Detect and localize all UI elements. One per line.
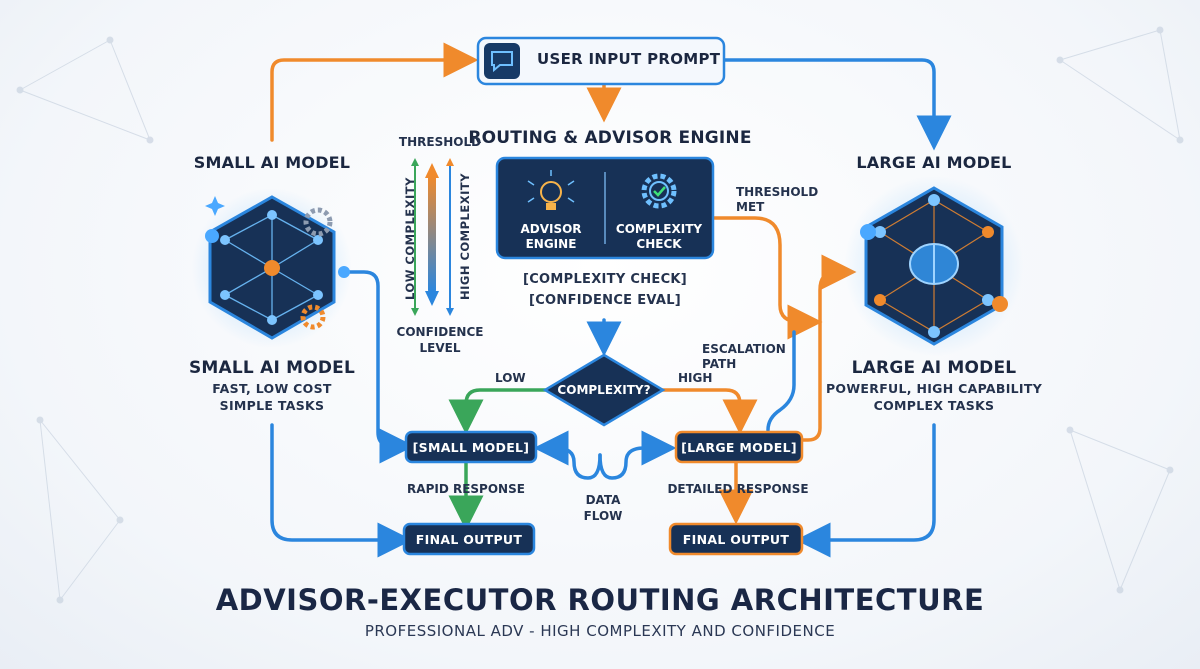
small-line1: FAST, LOW COST: [212, 381, 332, 396]
complexity-check-label: COMPLEXITY CHECK: [614, 222, 704, 252]
decision-diamond-shape: [542, 353, 666, 427]
line-large-up: [766, 330, 796, 432]
detailed-label: DETAILED RESPONSE: [667, 482, 809, 496]
footer-subtitle: PROFESSIONAL ADV - HIGH COMPLEXITY AND C…: [364, 622, 836, 640]
final-output-left[interactable]: FINAL OUTPUT: [415, 531, 523, 547]
arrow-escalation: [800, 254, 857, 442]
scale-right-label: HIGH COMPLEXITY: [458, 172, 472, 300]
arrow-small-to-input: [270, 42, 479, 142]
small-model-box[interactable]: [SMALL MODEL]: [412, 439, 530, 455]
scale-left-label: LOW COMPLEXITY: [403, 177, 417, 300]
dataflow-label: DATA FLOW: [573, 492, 633, 524]
arrow-dataflow-right: [598, 430, 677, 480]
arrow-input-to-large: [722, 58, 952, 151]
arrow-dataflow-left: [533, 430, 602, 480]
complexity-scale: [411, 158, 454, 316]
final-output-right[interactable]: FINAL OUTPUT: [682, 531, 790, 547]
threshold-met-text: THRESHOLD MET: [736, 185, 819, 214]
small-heading: SMALL AI MODEL: [193, 153, 351, 172]
footer-title: ADVISOR-EXECUTOR ROUTING ARCHITECTURE: [215, 583, 985, 617]
small-ai-graphic: [192, 188, 352, 348]
arrow-small-to-output: [270, 423, 413, 558]
small-model-box-shape: [404, 430, 538, 464]
rapid-label: RAPID RESPONSE: [407, 482, 525, 496]
small-line2: SIMPLE TASKS: [219, 398, 325, 413]
large-model-box-shape: [674, 430, 804, 464]
connectors: [270, 42, 952, 558]
large-heading: LARGE AI MODEL: [856, 153, 1012, 172]
input-box-shape: [476, 36, 726, 86]
large-model-box[interactable]: [LARGE MODEL]: [681, 439, 797, 455]
large-ai-graphic: [844, 176, 1024, 356]
advisor-engine-label: ADVISOR ENGINE: [511, 222, 591, 252]
low-label: LOW: [495, 371, 526, 385]
arrow-low: [448, 388, 550, 435]
engine-note-2: [CONFIDENCE EVAL]: [528, 293, 682, 308]
high-label: HIGH: [678, 371, 713, 385]
decision-label: COMPLEXITY?: [557, 383, 651, 397]
background-network: [16, 26, 1184, 604]
scale-bottom-text: CONFIDENCE LEVEL: [396, 325, 484, 355]
dataflow-text: DATA FLOW: [583, 493, 623, 523]
threshold-met-label: THRESHOLD MET: [736, 185, 826, 215]
escalation-text: ESCALATION PATH: [702, 342, 786, 371]
engine-title: ROUTING & ADVISOR ENGINE: [468, 128, 752, 148]
large-line1: POWERFUL, HIGH CAPABILITY: [825, 381, 1043, 396]
input-label: USER INPUT PROMPT: [537, 50, 721, 68]
advisor-engine-text: ADVISOR ENGINE: [520, 222, 582, 251]
complexity-check-text: COMPLEXITY CHECK: [615, 222, 703, 251]
line-small-node-to-box: [344, 270, 415, 464]
engine-panel-shape: [495, 156, 715, 260]
escalation-label: ESCALATION PATH: [702, 342, 792, 372]
large-title: LARGE AI MODEL: [851, 358, 1017, 378]
output-right-shape: [668, 522, 804, 556]
arrow-high: [658, 388, 758, 435]
large-line2: COMPLEX TASKS: [873, 398, 995, 413]
small-title: SMALL AI MODEL: [188, 358, 356, 378]
engine-note-1: [COMPLEXITY CHECK]: [522, 272, 688, 287]
scale-top-label: THRESHOLD: [398, 135, 482, 149]
arrow-threshold-met: [710, 216, 823, 340]
scale-bottom-label: CONFIDENCE LEVEL: [390, 324, 490, 356]
arrow-large-to-output: [795, 423, 936, 558]
output-left-shape: [402, 522, 536, 556]
